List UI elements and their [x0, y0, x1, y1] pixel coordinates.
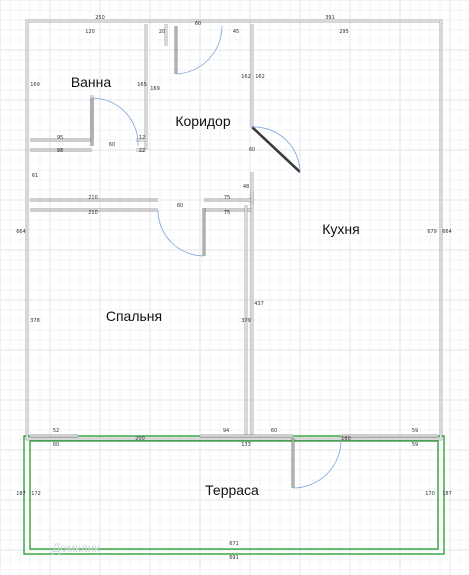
bathroom-door: [90, 97, 139, 147]
dimension-label: 200: [135, 436, 145, 442]
dimension-label: 22: [139, 148, 145, 154]
dimension-label: 379: [241, 318, 251, 324]
dimension-label: 165: [137, 82, 147, 88]
dimension-label: 48: [243, 184, 249, 190]
dimension-label: 60: [53, 442, 59, 448]
bedroom-door: [157, 208, 206, 257]
walls: [25, 19, 443, 441]
dimension-label: 12: [139, 135, 145, 141]
dimension-label: 60: [109, 142, 115, 148]
dimension-label: 671: [229, 541, 239, 547]
dimension-label: 437: [254, 301, 264, 307]
dimension-label: 295: [339, 29, 349, 35]
dimension-label: 250: [95, 15, 105, 21]
dimension-label: 187: [442, 491, 452, 497]
dimension-label: 60: [249, 147, 255, 153]
dimension-label: 679: [427, 229, 437, 235]
room-label-bathroom: Ванна: [71, 74, 112, 90]
room-label-kitchen: Кухня: [322, 221, 359, 237]
dimension-label: 162: [241, 74, 251, 80]
dimension-label: 98: [57, 148, 63, 154]
entrance-door: [174, 25, 223, 75]
room-label-bedroom: Спальня: [106, 308, 162, 324]
dimension-label: 75: [224, 195, 230, 201]
dimension-label: 691: [229, 555, 239, 561]
dimension-label: 61: [32, 173, 38, 179]
dimension-label: 59: [412, 442, 418, 448]
dimension-label: 162: [255, 74, 265, 80]
dimension-label: 170: [425, 491, 435, 497]
room-label-terrace: Терраса: [205, 482, 259, 498]
dimension-label: 45: [233, 29, 239, 35]
dimension-labels: 250 60 391 120 20 45 295 169 165 169 162…: [16, 15, 452, 561]
dimension-label: 210: [88, 210, 98, 216]
dimension-label: 52: [53, 428, 59, 434]
doors: [90, 25, 342, 489]
dimension-label: 95: [57, 135, 63, 141]
dimension-label: 378: [30, 318, 40, 324]
dimension-label: 187: [16, 491, 26, 497]
dimension-label: 664: [442, 229, 452, 235]
dimension-label: 133: [241, 442, 251, 448]
dimension-label: 59: [412, 428, 418, 434]
dimension-label: 172: [31, 491, 41, 497]
kitchen-door: [251, 126, 301, 173]
dimension-label: 120: [85, 29, 95, 35]
room-label-corridor: Коридор: [175, 113, 231, 129]
watermark: Домклик: [52, 541, 100, 555]
dimension-label: 391: [325, 15, 335, 21]
dimension-label: 60: [271, 428, 277, 434]
dimension-label: 160: [341, 436, 351, 442]
dimension-label: 94: [223, 428, 229, 434]
terrace-door: [291, 437, 342, 489]
dimension-label: 169: [30, 82, 40, 88]
dimension-label: 60: [195, 21, 201, 27]
outer-wall: [25, 19, 443, 441]
dimension-label: 75: [224, 210, 230, 216]
dimension-label: 210: [88, 195, 98, 201]
dimension-label: 60: [177, 203, 183, 209]
inner-walls: [30, 24, 438, 438]
dimension-label: 169: [150, 86, 160, 92]
dimension-label: 664: [16, 229, 26, 235]
dimension-label: 20: [159, 29, 165, 35]
